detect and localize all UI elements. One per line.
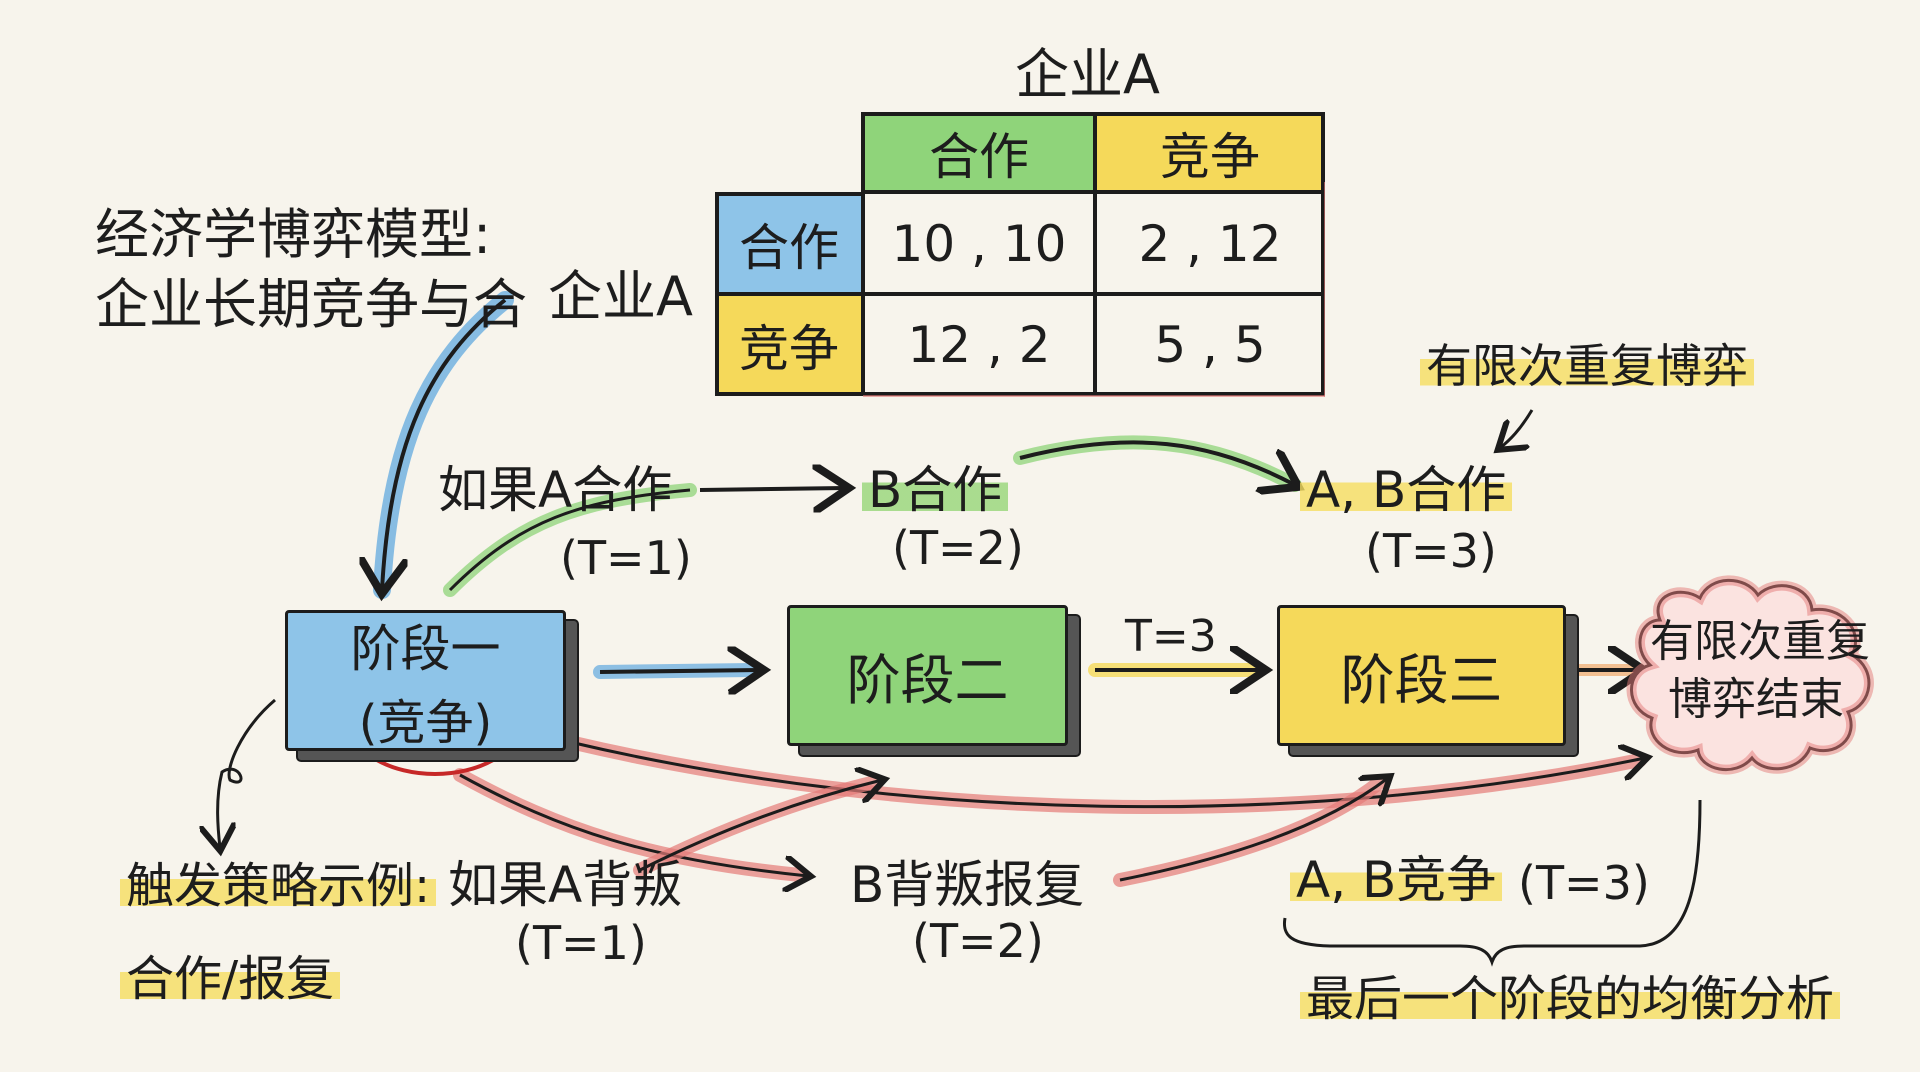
defect-step1-t: (T=1)	[515, 916, 647, 970]
cell-cc: 10 , 10	[891, 215, 1067, 273]
coop-step2-t: (T=2)	[892, 521, 1024, 575]
trigger-down-arrow	[218, 698, 276, 848]
payoff-matrix: 合作 竞争 合作 竞争 10 , 10 2 , 12 12 , 2 5 , 5	[715, 112, 1325, 397]
stage-3-box: 阶段三	[1277, 605, 1566, 746]
end-cloud-line1: 有限次重复	[1650, 616, 1870, 667]
defect-step1: 如果A背叛	[448, 856, 683, 914]
matrix-top-player: 企业A	[1015, 43, 1160, 106]
cell-dc: 12 , 2	[907, 316, 1051, 374]
stage-3-label: 阶段三	[1340, 649, 1503, 712]
brace	[1282, 799, 1702, 967]
matrix-grid	[715, 112, 1325, 397]
coop-arrow-1	[699, 488, 845, 490]
row-header-cooperate: 合作	[717, 194, 861, 294]
cell-cd: 2 , 12	[1138, 215, 1282, 273]
stage-2-box: 阶段二	[787, 605, 1068, 746]
finite-repeat-pointer	[1500, 409, 1534, 448]
defect-step3: A, B竞争	[1290, 855, 1503, 905]
defect-step3-t: (T=3)	[1518, 856, 1650, 910]
coop-step3-t: (T=3)	[1365, 524, 1497, 578]
title-to-stage1-arrow	[373, 291, 514, 599]
coop-step1: 如果A合作	[438, 461, 673, 519]
end-cloud-line2: 博弈结束	[1668, 674, 1844, 725]
stage-1-box: 阶段一 (竞争)	[285, 610, 566, 751]
defect-step2: B背叛报复	[850, 856, 1085, 914]
t3-arrow-label: T=3	[1125, 611, 1217, 662]
col-header-compete: 竞争	[1097, 114, 1323, 192]
last-stage-analysis-label: 最后一个阶段的均衡分析	[1300, 975, 1841, 1023]
finite-repeat-label: 有限次重复博弈	[1420, 343, 1754, 389]
title-line-1: 经济学博弈模型:	[95, 203, 492, 266]
stage-2-label: 阶段二	[846, 649, 1009, 712]
trigger-strategy-label: 触发策略示例:	[120, 862, 437, 910]
title-line-2-tail: 企业A	[548, 265, 693, 328]
cell-dd: 5 , 5	[1154, 316, 1266, 374]
stage-1-note: (竞争)	[358, 694, 493, 751]
row-header-compete: 竞争	[717, 296, 861, 394]
coop-step3: A, B合作	[1300, 465, 1513, 515]
coop-step2: B合作	[862, 465, 1009, 515]
stage-1-label: 阶段一	[350, 619, 501, 678]
coop-step1-t: (T=1)	[560, 531, 692, 585]
coop-retaliate-label: 合作/报复	[120, 955, 341, 1003]
col-header-cooperate: 合作	[863, 114, 1095, 192]
defect-step2-t: (T=2)	[912, 914, 1044, 968]
title-line-2: 企业长期竞争与合	[95, 273, 527, 336]
